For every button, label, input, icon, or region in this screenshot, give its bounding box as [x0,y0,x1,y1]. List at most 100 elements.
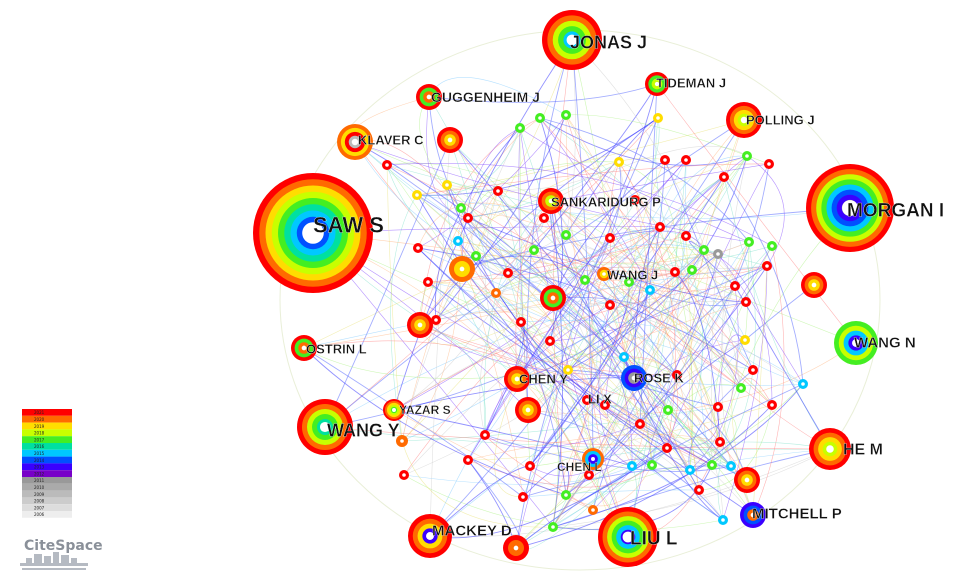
author-node[interactable] [614,157,624,167]
author-node[interactable] [463,213,473,223]
author-node[interactable] [480,430,490,440]
author-node[interactable] [801,272,827,298]
author-node[interactable] [630,195,640,205]
author-label-mackey-d[interactable]: MACKEY D [432,522,512,539]
author-node-jonas-j[interactable] [542,10,602,70]
author-label-he-m[interactable]: HE M [843,441,883,459]
author-node[interactable] [561,490,571,500]
author-node[interactable] [740,335,750,345]
author-label-yazar-s[interactable]: YAZAR S [399,403,451,417]
author-node[interactable] [584,470,594,480]
author-node[interactable] [694,485,704,495]
author-node[interactable] [588,505,598,515]
author-node[interactable] [491,288,501,298]
author-label-wang-y[interactable]: WANG Y [327,420,400,440]
author-label-mitchell-p[interactable]: MITCHELL P [752,505,842,522]
author-node-chen-y[interactable] [504,366,530,392]
author-node[interactable] [655,222,665,232]
author-node[interactable] [539,213,549,223]
author-node-mackey-d[interactable] [408,514,452,558]
author-node-he-m[interactable] [809,428,851,470]
author-label-chen-y[interactable]: CHEN Y [519,371,569,387]
author-node[interactable] [699,245,709,255]
author-node[interactable] [580,275,590,285]
author-node-liu-l[interactable] [598,507,658,567]
author-node[interactable] [548,522,558,532]
author-node[interactable] [605,233,615,243]
author-node[interactable] [437,127,463,153]
author-node[interactable] [503,268,513,278]
author-label-sankaridurg-p[interactable]: SANKARIDURG P [551,194,661,210]
author-node[interactable] [423,277,433,287]
author-node[interactable] [516,317,526,327]
author-label-li-x[interactable]: LI X [588,391,612,407]
author-label-jonas-j[interactable]: JONAS J [570,32,647,52]
author-node-yazar-s[interactable] [383,399,405,421]
author-node-wang-y[interactable] [297,399,353,455]
author-node[interactable] [670,267,680,277]
author-node[interactable] [382,160,392,170]
author-node[interactable] [456,203,466,213]
author-label-saw-s[interactable]: SAW S [313,213,384,238]
author-node-polling-j[interactable] [726,102,762,138]
author-node[interactable] [662,443,672,453]
author-node[interactable] [718,515,728,525]
author-node[interactable] [453,236,463,246]
author-node[interactable] [764,159,774,169]
author-node[interactable] [663,405,673,415]
author-node[interactable] [605,300,615,310]
author-node[interactable] [685,465,695,475]
author-node-klaver-c[interactable] [337,124,373,160]
author-label-ostrin-l[interactable]: OSTRIN L [306,341,367,357]
author-label-guggenheim-j[interactable]: GUGGENHEIM J [431,89,540,105]
author-node[interactable] [449,256,475,282]
author-label-polling-j[interactable]: POLLING J [746,112,815,128]
author-node[interactable] [707,460,717,470]
author-node[interactable] [525,461,535,471]
author-node-ostrin-l[interactable] [291,335,317,361]
author-node[interactable] [653,113,663,123]
author-node-rose-k[interactable] [621,365,647,391]
author-node[interactable] [561,230,571,240]
author-node[interactable] [515,123,525,133]
author-node[interactable] [734,467,760,493]
author-node[interactable] [431,315,441,325]
author-node[interactable] [715,437,725,447]
author-node[interactable] [624,277,634,287]
author-node[interactable] [647,460,657,470]
author-node[interactable] [535,113,545,123]
author-node[interactable] [713,249,723,259]
author-label-wang-j[interactable]: WANG J [607,267,659,283]
author-node[interactable] [540,285,566,311]
author-node[interactable] [563,365,573,375]
author-node[interactable] [736,383,746,393]
author-node[interactable] [742,151,752,161]
author-node[interactable] [672,370,682,380]
author-node[interactable] [798,379,808,389]
author-label-tideman-j[interactable]: TIDEMAN J [656,75,726,91]
author-node[interactable] [635,419,645,429]
author-node[interactable] [744,237,754,247]
author-label-wang-n[interactable]: WANG N [854,334,916,351]
author-node[interactable] [529,245,539,255]
author-node-wang-j[interactable] [597,267,611,281]
author-node[interactable] [767,400,777,410]
author-node-morgan-i[interactable] [806,164,894,252]
author-node-tideman-j[interactable] [645,72,669,96]
author-node[interactable] [561,110,571,120]
author-node[interactable] [600,400,610,410]
author-node-saw-s[interactable] [253,173,373,293]
author-node[interactable] [748,365,758,375]
author-node[interactable] [412,190,422,200]
author-node[interactable] [627,461,637,471]
author-node[interactable] [730,281,740,291]
author-label-liu-l[interactable]: LIU L [630,529,678,550]
author-node[interactable] [503,535,529,561]
author-node[interactable] [767,241,777,251]
author-node-mitchell-p[interactable] [740,502,766,528]
author-node[interactable] [645,285,655,295]
author-node[interactable] [545,336,555,346]
author-node[interactable] [396,435,408,447]
author-node[interactable] [463,455,473,465]
author-label-morgan-i[interactable]: MORGAN I [847,200,944,222]
